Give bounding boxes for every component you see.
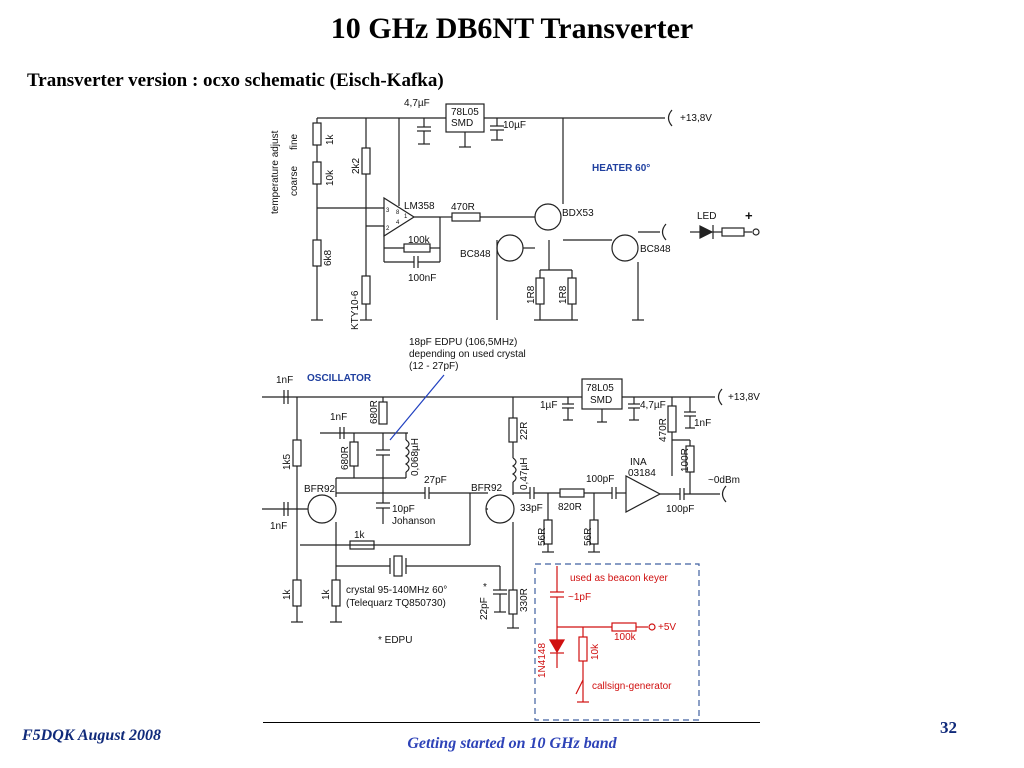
r-680-left-label: 680R bbox=[340, 446, 351, 470]
r-e1-label: 1R8 bbox=[526, 285, 537, 304]
l-tank-label: 0,068µH bbox=[410, 438, 421, 476]
heater-supply-label: +13,8V bbox=[680, 113, 712, 124]
q2-label: BFR92 bbox=[471, 483, 503, 494]
plus-label: + bbox=[745, 208, 753, 223]
r-470-label: 470R bbox=[658, 418, 669, 442]
led-label: LED bbox=[697, 211, 716, 222]
r-e2-label: 1R8 bbox=[558, 285, 569, 304]
footer-divider bbox=[263, 722, 760, 723]
r-56a-label: 56R bbox=[537, 528, 548, 546]
c-47-label: 4,7µF bbox=[640, 400, 666, 411]
osc-reg-line1: 78L05 bbox=[586, 383, 614, 394]
r-2k2-label: 2k2 bbox=[351, 157, 362, 174]
beacon-r100k-label: 100k bbox=[614, 632, 637, 643]
opamp-pin8: 8 bbox=[396, 210, 400, 216]
osc-note-line2: depending on used crystal bbox=[409, 349, 526, 360]
c-27p-label: 27pF bbox=[424, 475, 447, 486]
r-fine-label: 1k bbox=[325, 133, 336, 145]
r-1k-b-label: 1k bbox=[321, 588, 332, 600]
osc-heading: OSCILLATOR bbox=[307, 373, 372, 384]
r-1k5-label: 1k5 bbox=[282, 453, 293, 470]
osc-note-line1: 18pF EDPU (106,5MHz) bbox=[409, 337, 517, 348]
crystal-line1: crystal 95-140MHz 60° bbox=[346, 585, 447, 596]
coarse-label: coarse bbox=[289, 166, 300, 196]
amp-line2: 03184 bbox=[628, 468, 656, 479]
opamp-pin2: 2 bbox=[386, 226, 390, 232]
heater-c-out-label: 10µF bbox=[503, 120, 526, 131]
c-1nf-top-label: 1nF bbox=[330, 412, 347, 423]
r-22-label: 22R bbox=[519, 422, 530, 440]
heater-reg-line1: 78L05 bbox=[451, 107, 479, 118]
crystal-line2: (Telequarz TQ850730) bbox=[346, 598, 446, 609]
page-number: 32 bbox=[940, 718, 957, 737]
q1-label: BFR92 bbox=[304, 484, 336, 495]
slide-title: 10 GHz DB6NT Transverter bbox=[330, 12, 694, 45]
out-level-label: ~0dBm bbox=[708, 475, 740, 486]
r-1k-a-label: 1k bbox=[282, 588, 293, 600]
osc-reg-line2: SMD bbox=[590, 395, 612, 406]
star-mark: * bbox=[483, 582, 487, 593]
beacon-title: used as beacon keyer bbox=[570, 573, 669, 584]
c-trim-line2: Johanson bbox=[392, 516, 435, 527]
osc-supply-label: +13,8V bbox=[728, 392, 760, 403]
r-100-label: 100R bbox=[680, 448, 691, 472]
q-led-label: BC848 bbox=[640, 244, 671, 255]
c-22p-label: 22pF bbox=[479, 597, 490, 620]
beacon-gen-label: callsign-generator bbox=[592, 681, 672, 692]
sensor-label: KTY10-6 bbox=[350, 290, 361, 330]
footer-author: F5DQK August 2008 bbox=[22, 727, 161, 744]
opamp-label: LM358 bbox=[404, 201, 435, 212]
opamp-pin4: 4 bbox=[396, 220, 400, 226]
c-100p-out-label: 100pF bbox=[666, 504, 694, 515]
q-driver-label: BC848 bbox=[460, 249, 491, 260]
r-820-label: 820R bbox=[558, 502, 582, 513]
opamp-pin1: 1 bbox=[404, 214, 408, 220]
r-coarse-label: 10k bbox=[325, 169, 336, 186]
r-330-label: 330R bbox=[519, 588, 530, 612]
footer-center: Getting started on 10 GHz band bbox=[407, 735, 617, 752]
temp-adjust-label: temperature adjust bbox=[270, 130, 281, 214]
c-100p-in-label: 100pF bbox=[586, 474, 614, 485]
r-out-label: 470R bbox=[451, 202, 475, 213]
osc-note-line3: (12 - 27pF) bbox=[409, 361, 458, 372]
heater-heading: HEATER 60° bbox=[592, 163, 650, 174]
slide-subtitle: Transverter version : ocxo schematic (Ei… bbox=[27, 70, 444, 91]
c-1uf-label: 1µF bbox=[540, 400, 557, 411]
l-047-label: 0,47µH bbox=[519, 458, 530, 490]
r-6k8-label: 6k8 bbox=[323, 249, 334, 266]
c-in-label: 1nF bbox=[276, 375, 293, 386]
beacon-r10k-label: 10k bbox=[590, 643, 601, 660]
c-trim-line1: 10pF bbox=[392, 504, 415, 515]
r-fb-label: 100k bbox=[408, 235, 431, 246]
opamp-pin3: 3 bbox=[386, 208, 390, 214]
c-fb-label: 100nF bbox=[408, 273, 436, 284]
amp-line1: INA bbox=[630, 457, 647, 468]
edpu-label: * EDPU bbox=[378, 635, 412, 646]
beacon-keyer bbox=[534, 563, 700, 721]
c-1nf-right-label: 1nF bbox=[694, 418, 711, 429]
r-56b-label: 56R bbox=[583, 528, 594, 546]
beacon-cap-label: ~1pF bbox=[568, 592, 591, 603]
r-1k-fb-label: 1k bbox=[354, 530, 366, 541]
heater-c-in-label: 4,7µF bbox=[404, 98, 430, 109]
beacon-diode-label: 1N4148 bbox=[537, 643, 548, 678]
heater-reg-line2: SMD bbox=[451, 118, 473, 129]
beacon-plus5-label: +5V bbox=[658, 622, 676, 633]
q-power-label: BDX53 bbox=[562, 208, 594, 219]
c-33p-label: 33pF bbox=[520, 503, 543, 514]
r-680-top-label: 680R bbox=[369, 400, 380, 424]
fine-label: fine bbox=[289, 133, 300, 150]
c-1nf-base-label: 1nF bbox=[270, 521, 287, 532]
